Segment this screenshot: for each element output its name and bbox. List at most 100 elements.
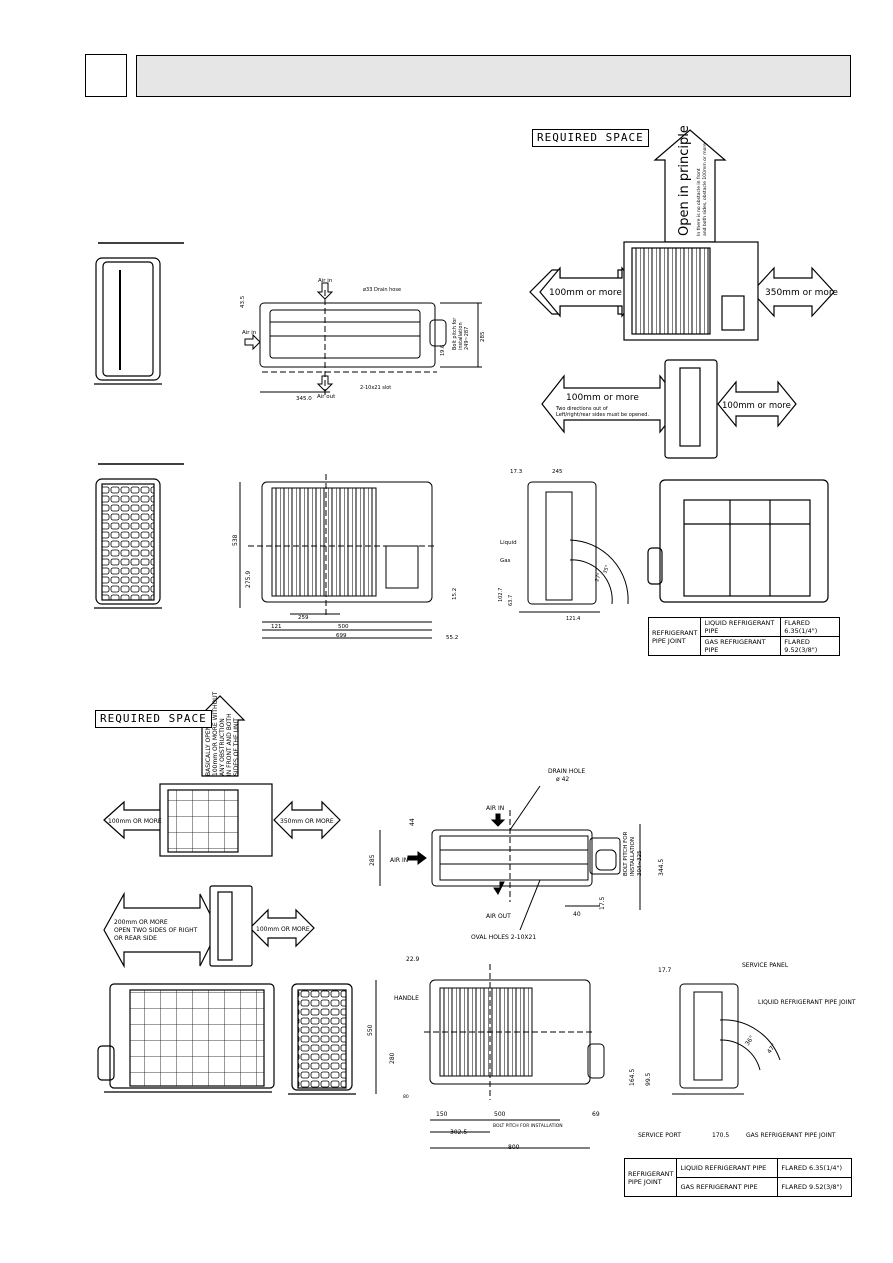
dim-44: 44	[409, 818, 416, 826]
dim-1705: 170.5	[712, 1132, 729, 1139]
dim-80: 80	[403, 1094, 409, 1100]
dim-43: 43.5	[240, 295, 246, 308]
pitch-front-b: BOLT PITCH FOR INSTALLATION	[493, 1123, 563, 1129]
dim-280: 280	[389, 1052, 396, 1064]
required-space-diagram-bottom	[103, 695, 341, 969]
side-view-drawing-2	[288, 983, 356, 1095]
dim-177: 17.7	[658, 967, 672, 974]
handle-label: HANDLE	[394, 995, 419, 1002]
dim-800: 800	[508, 1144, 520, 1151]
angle-27: 27°	[594, 572, 603, 583]
dim-285-b: 285	[369, 854, 376, 866]
air-in-top-2: AIR IN	[486, 805, 504, 812]
dim-229: 22.9	[406, 956, 420, 963]
pipe-spec: FLARED 6.35(1/4")	[777, 1158, 852, 1178]
dim-637: 63.7	[508, 595, 514, 606]
open-note-2: and both sides, obstacle 100mm or more	[702, 143, 708, 236]
pitch-b-1: BOLT PITCH FOR	[623, 831, 629, 876]
side-left-line-2: OPEN TWO SIDES OF RIGHT	[114, 927, 198, 934]
dim-1027: 102.7	[498, 588, 504, 602]
dim-1645: 164.5	[629, 1069, 636, 1086]
dim-500: 500	[338, 624, 349, 630]
bottom-left-clearance: 100mm OR MORE	[108, 818, 162, 825]
front-view-drawing-1	[239, 474, 436, 639]
pipe-name: GAS REFRIGERANT PIPE	[676, 1177, 779, 1197]
section-number-box	[85, 54, 127, 97]
side-view-drawing-3	[672, 983, 781, 1095]
dim-245: 245	[552, 469, 563, 475]
slot-label: 2-10x21 slot	[360, 385, 391, 391]
liquid-joint: LIQUID REFRIGERANT PIPE JOINT	[758, 999, 856, 1006]
unit-side-view-2	[94, 478, 162, 609]
dim-345: 345.0	[296, 396, 312, 402]
dim-500-b: 500	[494, 1111, 506, 1118]
pipe-name: GAS REFRIGERANT PIPE	[700, 636, 782, 656]
pipe-name: LIQUID REFRIGERANT PIPE	[700, 617, 782, 637]
dim-173: 17.3	[510, 469, 523, 475]
dim-3025: 302.5	[450, 1129, 467, 1136]
dim-150: 150	[436, 1111, 448, 1118]
front-view-drawing-2	[375, 964, 605, 1149]
open-note-line-3: ANY OBSTRUCTION	[219, 718, 226, 776]
section-title-bar	[136, 55, 851, 97]
service-panel: SERVICE PANEL	[742, 962, 789, 969]
left-clearance: 100mm or more	[549, 288, 622, 298]
right-clearance: 350mm or more	[765, 288, 838, 298]
dim-538: 538	[232, 534, 239, 546]
dim-259: 259	[298, 615, 309, 621]
dim-550: 550	[367, 1024, 374, 1036]
required-space-label-top: REQUIRED SPACE	[532, 129, 649, 147]
air-in-left-label: Air in	[242, 330, 257, 336]
drain-dia: ø 42	[556, 776, 569, 783]
side-view-drawing-1	[519, 481, 629, 613]
oval-holes: OVAL HOLES 2-10X21	[471, 934, 536, 941]
side-left-line-1: 200mm OR MORE	[114, 919, 168, 926]
open-note-line-1: BASICALLY OPEN	[205, 726, 212, 776]
pipe-spec: FLARED 9.52(3/8")	[777, 1177, 852, 1197]
rear-view-drawing-2	[97, 983, 275, 1093]
air-in-left-2: AIR IN	[390, 857, 408, 864]
angle-35: 35°	[602, 564, 611, 575]
bottom-right-clearance: 350mm OR MORE	[280, 818, 334, 825]
dim-995: 99.5	[645, 1072, 652, 1086]
drain-hole-label-2: DRAIN HOLE	[548, 768, 585, 775]
pitch-label-1: Bolt pitch for	[452, 317, 458, 350]
pitch-label-3: 249~287	[464, 327, 470, 350]
air-in-label: Air in	[318, 278, 333, 284]
pitch-b-2: INSTALLATION	[630, 837, 636, 876]
open-note-line-5: SIDES OF THE UNIT	[233, 718, 240, 776]
dim-40: 40	[573, 911, 581, 918]
front-left-clearance: 100mm or more	[566, 393, 639, 403]
required-space-label-bottom: REQUIRED SPACE	[95, 710, 212, 728]
dim-552: 55.2	[446, 635, 458, 641]
air-out-label: Air out	[317, 394, 336, 400]
service-port: SERVICE PORT	[638, 1132, 681, 1139]
pitch-b-3: 304~325	[637, 850, 643, 876]
pipe-spec: FLARED 9.52(3/8")	[780, 636, 840, 656]
front-left-note-1: Two directions out of	[555, 406, 608, 412]
open-note-1: In there is no obstacle in front	[696, 168, 702, 236]
top-view-drawing-2	[379, 785, 641, 931]
gas-joint: GAS REFRIGERANT PIPE JOINT	[746, 1132, 836, 1139]
angle-47: 47°	[766, 1042, 778, 1055]
dim-285: 285	[480, 331, 486, 342]
pipe-name: LIQUID REFRIGERANT PIPE	[676, 1158, 779, 1178]
dim-121: 121	[271, 624, 282, 630]
dim-175: 17.5	[599, 896, 606, 910]
top-view-drawing-1	[244, 282, 482, 395]
dim-196: 19.6	[440, 345, 446, 356]
dim-2759: 275.9	[245, 571, 252, 588]
drain-hole-label: ø33 Drain hose	[363, 287, 401, 293]
open-note-line-4: IN FRONT AND BOTH	[226, 713, 233, 776]
side-left-line-3: OR REAR SIDE	[114, 935, 157, 942]
open-note-line-2: 100mm OR MORE WITHOUT	[212, 691, 219, 776]
unit-side-view-1	[94, 257, 162, 385]
front-left-note-2: Left/right/rear sides must be opened.	[556, 412, 649, 418]
open-in-principle: Open in principle	[677, 125, 692, 236]
dim-1214: 121.4	[566, 616, 580, 622]
dim-152: 15.2	[452, 588, 458, 600]
